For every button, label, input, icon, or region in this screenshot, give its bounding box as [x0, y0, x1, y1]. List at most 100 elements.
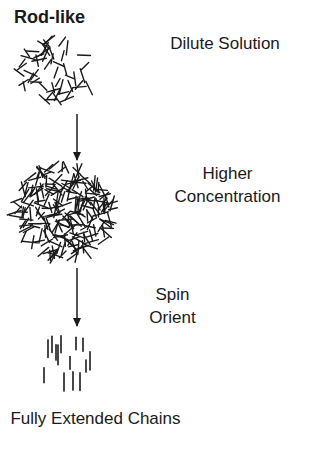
rod	[87, 218, 96, 223]
rod	[41, 168, 54, 172]
rod	[44, 40, 50, 47]
rod	[61, 243, 65, 255]
rod	[23, 82, 25, 91]
rod	[54, 67, 58, 78]
rod	[73, 182, 86, 183]
rod	[94, 212, 108, 216]
rod	[52, 220, 60, 233]
rod	[56, 193, 58, 208]
rod	[75, 252, 77, 262]
rod	[80, 69, 85, 83]
rod	[76, 231, 88, 235]
rod	[45, 60, 51, 69]
rod	[54, 199, 63, 206]
rod	[97, 183, 99, 193]
rod	[94, 176, 95, 191]
rod	[59, 80, 63, 94]
rod	[32, 58, 46, 61]
rod	[68, 197, 78, 200]
rod	[51, 54, 53, 64]
stage-label: Dilute Solution	[170, 32, 280, 55]
rod	[27, 50, 39, 52]
rod	[22, 207, 23, 217]
dilute-rods	[14, 36, 92, 105]
rod	[29, 177, 41, 180]
rod	[47, 340, 49, 357]
rod	[82, 338, 84, 351]
rod	[46, 186, 56, 189]
rod	[86, 81, 93, 94]
rod	[72, 241, 77, 254]
rod	[103, 201, 104, 213]
rod	[39, 95, 49, 104]
rod	[23, 227, 33, 233]
rod	[56, 79, 61, 87]
rod	[98, 237, 109, 245]
aligned-rods	[44, 336, 90, 391]
diagram-title: Rod-like	[14, 6, 85, 29]
rod	[34, 54, 44, 58]
rod	[45, 214, 56, 217]
rod	[65, 88, 72, 100]
rod	[71, 220, 74, 234]
rod	[73, 86, 86, 87]
rod	[30, 207, 31, 221]
rod	[21, 56, 35, 60]
rod	[84, 240, 99, 244]
rod	[86, 226, 96, 228]
rod	[31, 188, 44, 197]
rod	[89, 352, 91, 370]
rod	[49, 203, 52, 213]
rod	[63, 373, 65, 391]
rod	[55, 345, 57, 360]
stage-label: Fully Extended Chains	[8, 407, 183, 430]
rod	[66, 41, 68, 55]
rod	[105, 196, 109, 208]
rod	[72, 372, 74, 390]
rod	[62, 51, 65, 61]
rod	[47, 89, 55, 98]
rod	[34, 240, 45, 242]
rod	[7, 210, 21, 215]
rod	[80, 197, 94, 201]
rod	[78, 54, 91, 56]
rod	[52, 246, 54, 259]
rod	[49, 178, 62, 186]
dense-rods	[7, 161, 117, 263]
rod	[37, 212, 45, 219]
rod	[44, 226, 46, 238]
rod	[60, 225, 70, 227]
rod	[11, 199, 22, 203]
process-arrow	[76, 268, 78, 326]
rod	[43, 368, 45, 383]
rod	[20, 225, 33, 227]
rod	[48, 250, 57, 253]
process-arrow	[76, 114, 78, 160]
stage-label: Higher Concentration	[160, 162, 295, 208]
rod	[57, 243, 61, 254]
rod	[79, 373, 81, 391]
rod	[14, 69, 24, 76]
rod	[67, 254, 76, 260]
rod	[65, 75, 74, 79]
rod	[18, 63, 27, 69]
rod	[31, 70, 39, 80]
rod	[73, 237, 86, 244]
rod	[19, 182, 26, 190]
rod	[86, 210, 88, 221]
rod	[36, 207, 44, 220]
rod	[47, 189, 61, 192]
rod	[85, 360, 87, 372]
rod	[15, 206, 22, 214]
rod	[58, 167, 65, 173]
rod	[24, 49, 29, 57]
rod	[75, 199, 78, 214]
stage-label: Spin Orient	[140, 283, 205, 329]
rod	[85, 234, 98, 238]
rod	[90, 190, 97, 196]
rod	[57, 236, 68, 240]
rod	[61, 192, 64, 202]
rod	[20, 219, 33, 220]
rod	[39, 83, 47, 91]
